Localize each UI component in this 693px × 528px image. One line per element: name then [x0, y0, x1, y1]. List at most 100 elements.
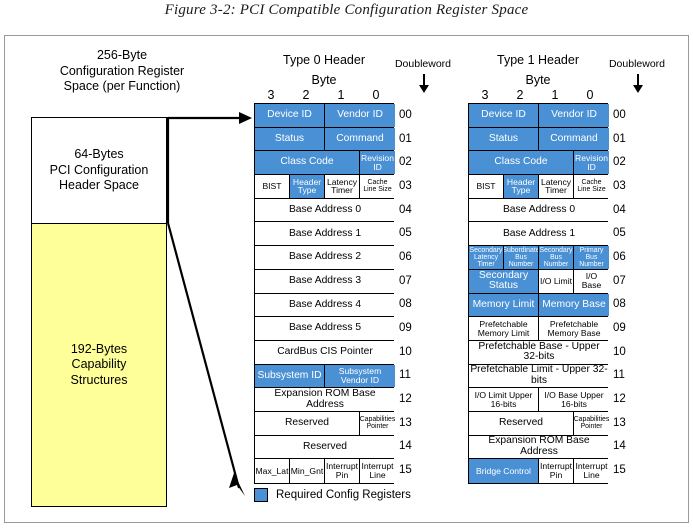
type1-header-title: Type 1 Header: [497, 53, 579, 67]
register-field: Secondary Latency Timer: [469, 246, 504, 269]
doubleword-number: 10: [399, 345, 412, 358]
doubleword-number: 12: [613, 393, 626, 406]
register-field: I/O Limit: [539, 269, 574, 293]
register-field: Max_Lat: [255, 459, 290, 483]
type1-doubleword-label: Doubleword: [608, 58, 666, 70]
register-field: Base Address 5: [255, 317, 395, 340]
table-row: Base Address 1: [255, 222, 395, 247]
doubleword-number: 01: [399, 132, 412, 145]
register-field: Subsystem ID: [255, 364, 325, 388]
doubleword-number: 07: [613, 274, 626, 287]
register-field: BIST: [255, 175, 290, 198]
register-field: Prefetchable Limit - Upper 32-bits: [469, 364, 609, 388]
doubleword-number: 02: [613, 156, 626, 169]
register-field: Device ID: [469, 104, 539, 127]
header-space-line1: 64-Bytes: [74, 147, 124, 162]
table-row: Base Address 3: [255, 269, 395, 294]
register-field: Interrupt Pin: [539, 459, 574, 483]
register-field: Command: [325, 127, 395, 151]
configuration-space-box: 64-Bytes PCI Configuration Header Space …: [31, 117, 167, 507]
capability-structures-block: 192-Bytes Capability Structures: [32, 224, 166, 506]
legend-label: Required Config Registers: [276, 489, 411, 501]
table-row: Base Address 1: [469, 222, 609, 247]
capability-line3: Structures: [70, 372, 128, 387]
type1-byte-number-3: 3: [481, 88, 489, 102]
doubleword-number: 09: [613, 322, 626, 335]
doubleword-number: 03: [613, 179, 626, 192]
register-field: Latency Timer: [539, 175, 574, 198]
type1-byte-number-2: 2: [516, 88, 524, 102]
register-field: Prefetchable Base - Upper 32-bits: [469, 340, 609, 364]
type0-doubleword-arrow-icon: [419, 74, 429, 93]
table-row: Base Address 4: [255, 293, 395, 318]
figure-frame: 256-Byte Configuration Register Space (p…: [4, 35, 689, 523]
register-field: Base Address 0: [469, 198, 609, 222]
doubleword-number: 08: [613, 298, 626, 311]
type1-byte-axis: 3 2 1 0 Doubleword: [468, 58, 666, 106]
table-row: Base Address 2: [255, 246, 395, 270]
figure-caption: Figure 3-2: PCI Compatible Configuration…: [164, 2, 529, 18]
header-space-line2: PCI Configuration: [49, 162, 149, 177]
type1-doubleword-arrow-icon: [633, 74, 643, 93]
capability-line2: Capability: [71, 357, 127, 372]
register-field: Secondary Bus Number: [539, 246, 574, 269]
register-field: Expansion ROM Base Address: [255, 388, 395, 411]
doubleword-number: 01: [613, 132, 626, 145]
doubleword-number: 12: [399, 393, 412, 406]
config-space-title-line3: Space (per Function): [63, 79, 181, 93]
doubleword-number: 14: [613, 440, 626, 453]
type0-byte-number-0: 0: [372, 88, 380, 102]
register-field: CardBus CIS Pointer: [255, 340, 395, 364]
register-field: Cache Line Size: [574, 175, 609, 198]
doubleword-number: 06: [613, 250, 626, 263]
type0-header-title: Type 0 Header: [283, 53, 365, 67]
register-field: Status: [469, 127, 539, 151]
register-field: Capabilities Pointer: [360, 411, 395, 435]
table-row: Prefetchable Base - Upper 32-bits: [469, 340, 609, 365]
register-field: Bridge Control: [469, 459, 539, 483]
register-field: Revision ID: [574, 151, 609, 175]
register-field: Cache Line Size: [360, 175, 395, 198]
doubleword-number: 09: [399, 322, 412, 335]
doubleword-number: 02: [399, 156, 412, 169]
register-field: Header Type: [290, 175, 325, 198]
doubleword-number: 00: [399, 108, 412, 121]
register-field: Subordinate Bus Number: [504, 246, 539, 269]
doubleword-number: 08: [399, 298, 412, 311]
type0-byte-number-3: 3: [267, 88, 275, 102]
doubleword-number: 04: [399, 203, 412, 216]
type0-byte-axis: 3 2 1 0 Doubleword: [254, 58, 452, 106]
type0-byte-number-2: 2: [302, 88, 310, 102]
register-field: Reserved: [469, 411, 574, 435]
doubleword-number: 03: [399, 179, 412, 192]
doubleword-number: 11: [613, 369, 625, 382]
register-field: Latency Timer: [325, 175, 360, 198]
register-field: Vendor ID: [539, 104, 609, 127]
table-row: Expansion ROM Base Address: [469, 435, 609, 460]
table-row: Reserved: [255, 435, 395, 460]
config-space-title: 256-Byte Configuration Register Space (p…: [17, 48, 227, 95]
table-row: Base Address 0: [255, 198, 395, 223]
doubleword-number: 05: [613, 227, 626, 240]
config-space-title-line2: Configuration Register: [59, 63, 185, 78]
register-field: Class Code: [255, 151, 360, 175]
register-field: I/O Limit Upper 16-bits: [469, 388, 539, 411]
doubleword-number: 15: [613, 464, 626, 477]
table-row: CardBus CIS Pointer: [255, 340, 395, 365]
header-space-line3: Header Space: [59, 178, 139, 193]
pci-configuration-header-space-label: 64-Bytes PCI Configuration Header Space: [50, 147, 149, 194]
register-field: Primary Bus Number: [574, 246, 609, 269]
register-field: Interrupt Pin: [325, 459, 360, 483]
table-row: Base Address 5: [255, 317, 395, 341]
